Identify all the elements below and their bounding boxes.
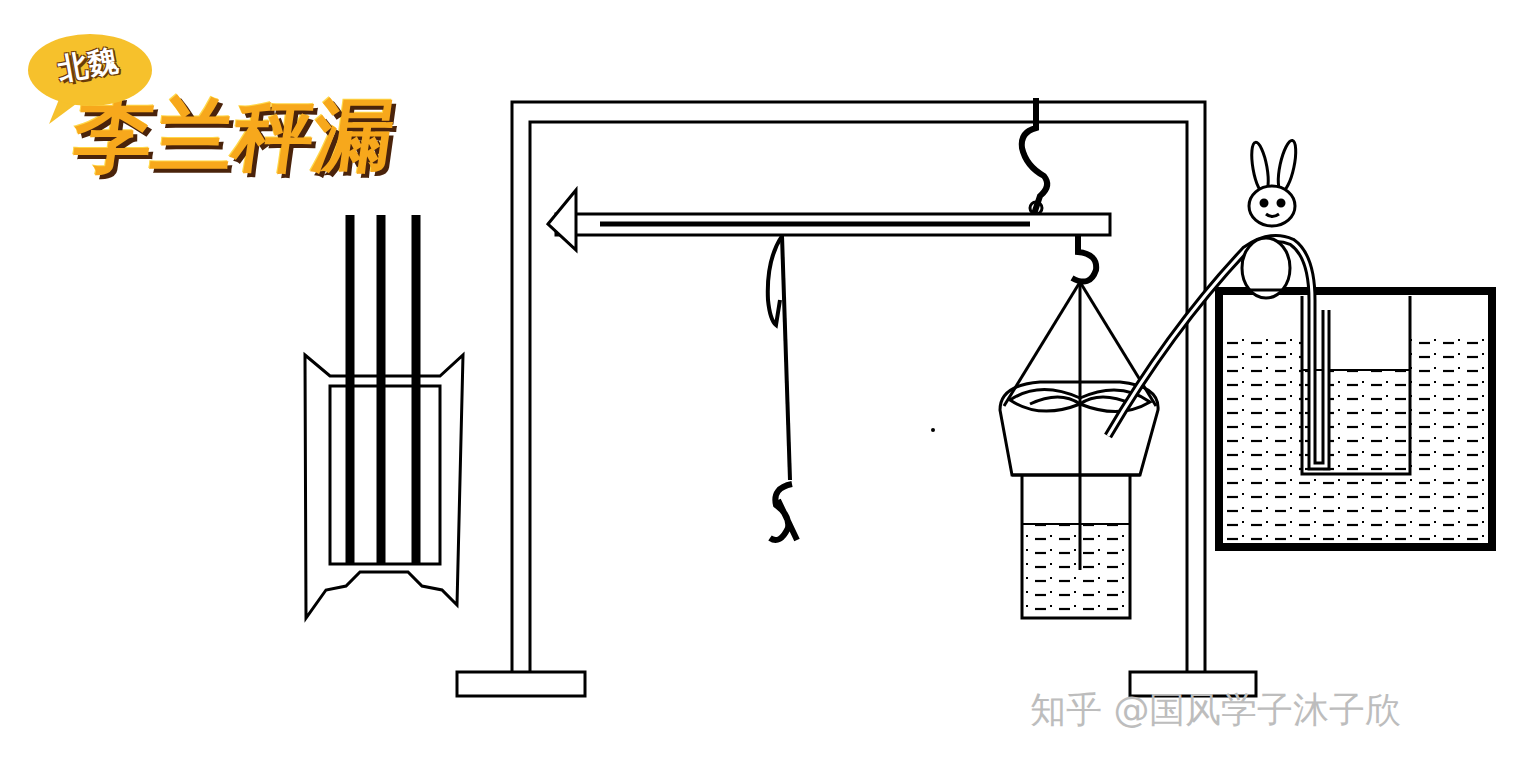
watermark-text: 知乎 @国风学子沐子欣: [1030, 690, 1401, 730]
counterweight: [768, 236, 797, 540]
speech-bubble: 北魏: [26, 30, 154, 110]
water-tank: [1219, 291, 1492, 547]
arrow-quiver: [305, 215, 463, 618]
steelyard-beam: [548, 190, 1110, 250]
siphon-tube: [1108, 238, 1326, 466]
top-hook: [1022, 98, 1047, 214]
vessel-hook: [1072, 234, 1096, 282]
stand-frame: [457, 102, 1256, 696]
title-heading: 李兰秤漏: [68, 96, 399, 176]
hook-ring: [1030, 202, 1042, 214]
bubble-body: [28, 34, 152, 106]
hanging-vessel: [1000, 282, 1158, 618]
rabbit-figure: [1242, 139, 1299, 298]
speck: [931, 428, 935, 432]
